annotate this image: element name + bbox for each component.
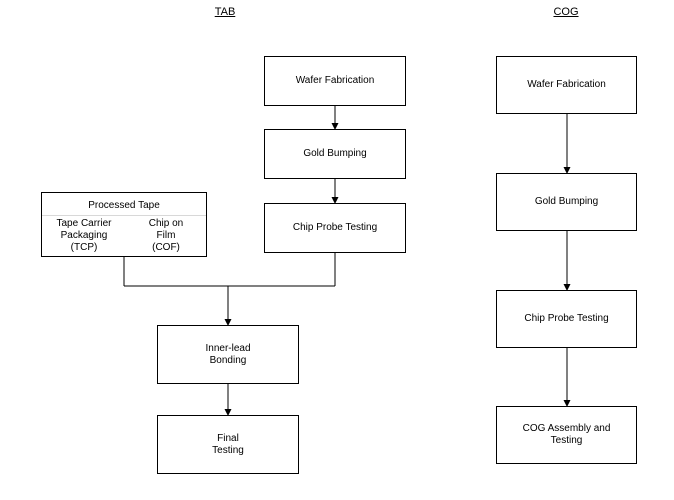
final-testing-line-2: Testing — [212, 444, 244, 456]
cog-chip-probe-testing-label: Chip Probe Testing — [524, 313, 609, 324]
inner-lead-bonding-line-1: Inner-lead — [205, 342, 251, 354]
tab-gold-bumping-box: Gold Bumping — [264, 129, 406, 179]
processed-tape-title: Processed Tape — [88, 200, 160, 211]
cog-assembly-line-2: Testing — [550, 435, 583, 446]
final-testing-box: Final Testing — [157, 415, 299, 474]
tab-gold-bumping-label: Gold Bumping — [303, 148, 367, 159]
processed-tape-separator — [42, 215, 206, 216]
inner-lead-bonding-line-2: Bonding — [209, 354, 247, 366]
tab-heading: TAB — [214, 6, 236, 18]
cof-line-3: (COF) — [152, 242, 180, 253]
cof-line-1: Chip on — [148, 218, 184, 229]
cof-line-2: Film — [156, 230, 176, 241]
cog-wafer-fabrication-box: Wafer Fabrication — [496, 56, 637, 114]
tab-chip-probe-testing-box: Chip Probe Testing — [264, 203, 406, 253]
tcp-line-2: Packaging — [60, 230, 108, 241]
final-testing-line-1: Final — [217, 432, 239, 444]
inner-lead-bonding-box: Inner-lead Bonding — [157, 325, 299, 384]
cog-wafer-fabrication-label: Wafer Fabrication — [527, 79, 606, 90]
tcp-label: Tape Carrier Packaging (TCP) — [46, 218, 122, 254]
cog-gold-bumping-box: Gold Bumping — [496, 173, 637, 231]
tab-wafer-fabrication-box: Wafer Fabrication — [264, 56, 406, 106]
tab-wafer-fabrication-label: Wafer Fabrication — [295, 75, 375, 86]
cof-label: Chip on Film (COF) — [134, 218, 198, 254]
tcp-line-3: (TCP) — [70, 242, 98, 253]
tab-chip-probe-testing-label: Chip Probe Testing — [292, 222, 378, 233]
cog-assembly-line-1: COG Assembly and — [522, 423, 611, 434]
tcp-line-1: Tape Carrier — [56, 218, 112, 229]
cog-chip-probe-testing-box: Chip Probe Testing — [496, 290, 637, 348]
cog-gold-bumping-label: Gold Bumping — [534, 196, 599, 207]
cog-heading: COG — [553, 6, 579, 18]
cog-assembly-testing-box: COG Assembly and Testing — [496, 406, 637, 464]
processed-tape-box: Processed Tape Tape Carrier Packaging (T… — [41, 192, 207, 257]
